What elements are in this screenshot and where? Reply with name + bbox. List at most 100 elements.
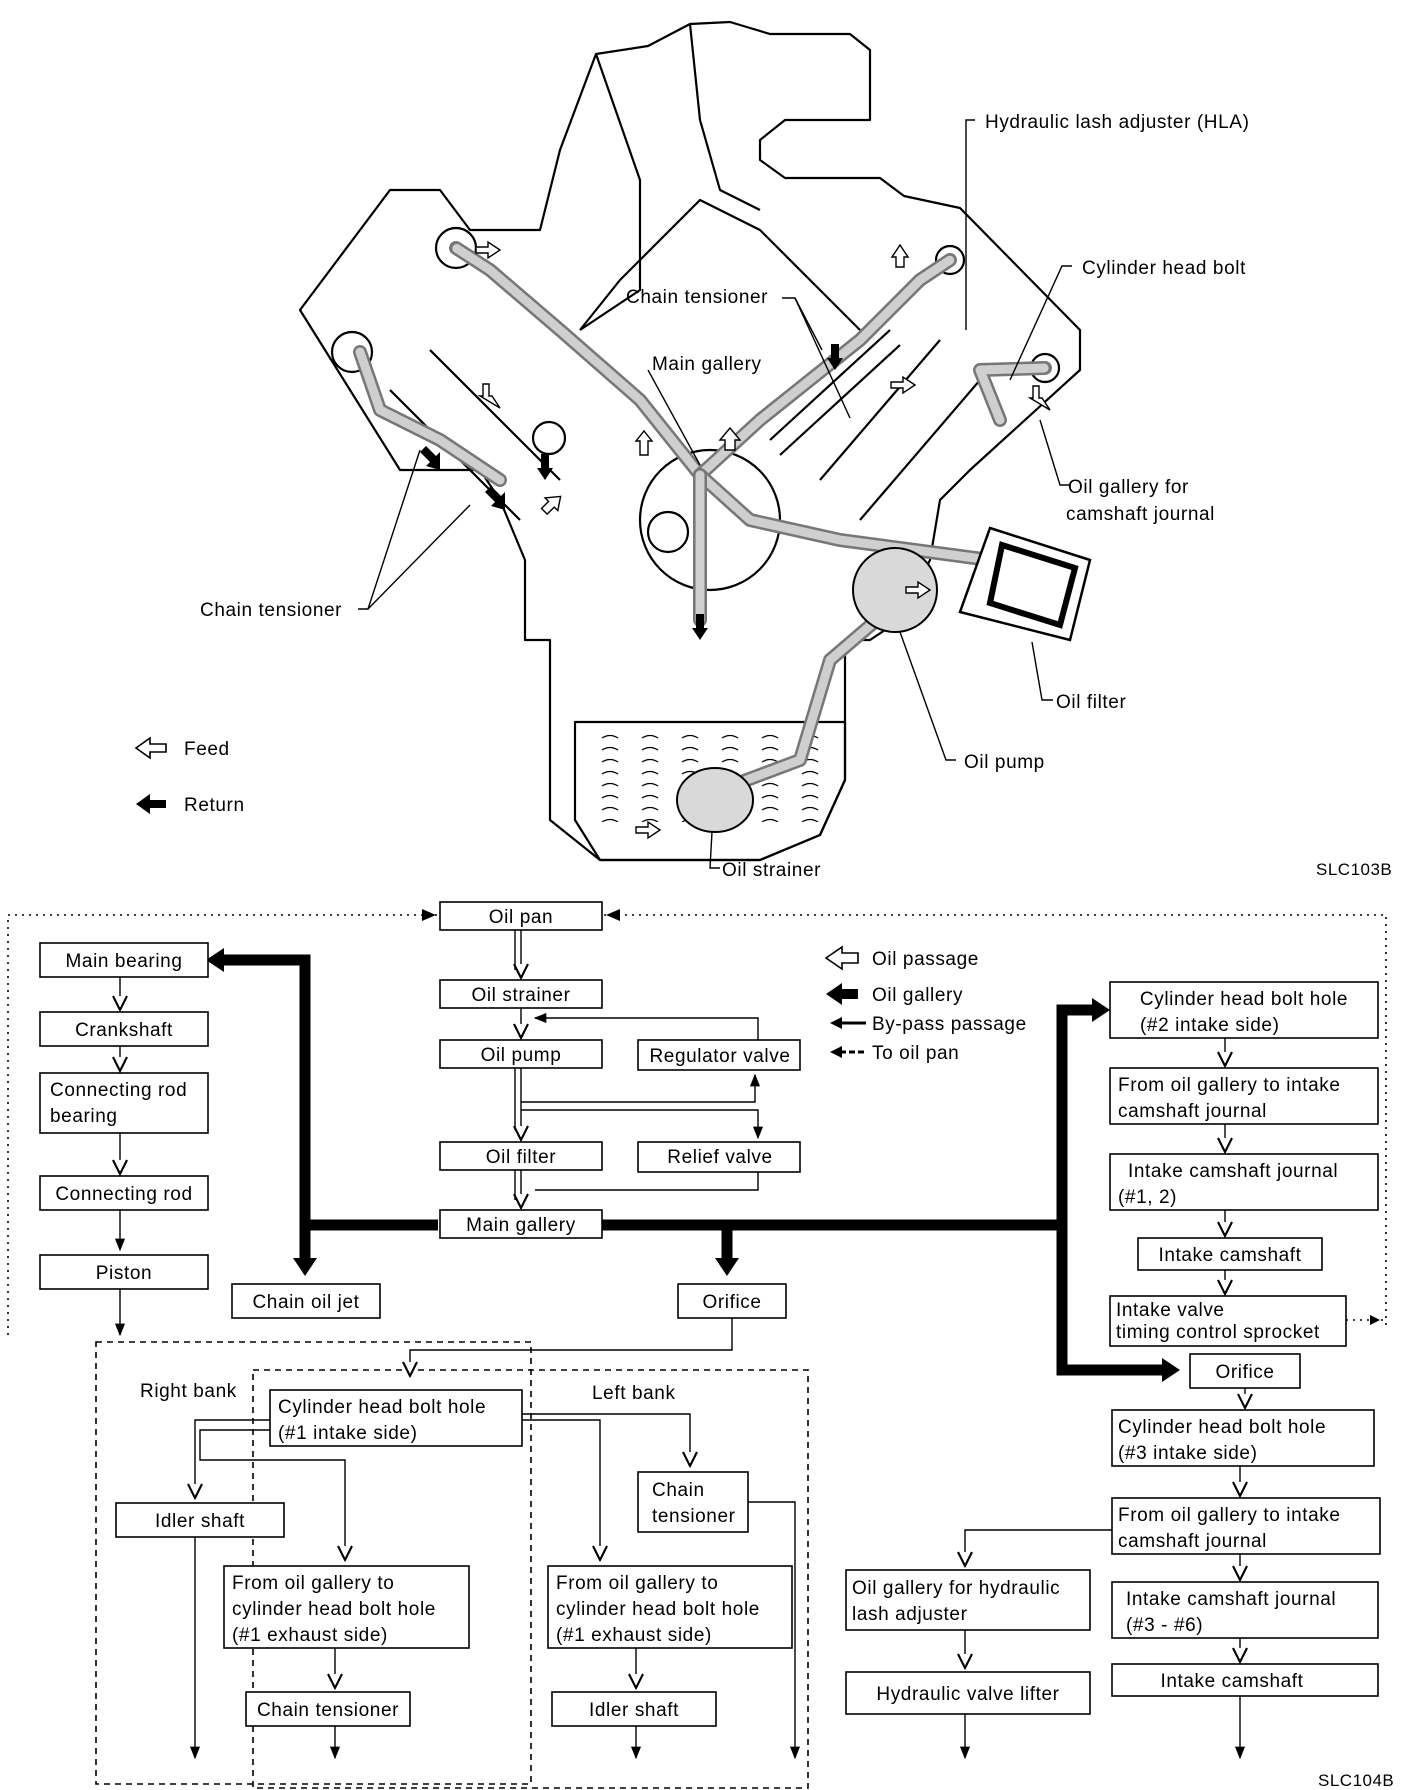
figure-code-bottom: SLC104B — [1318, 1771, 1394, 1790]
box-orifice-center: Orifice — [677, 1283, 787, 1319]
leader-oil-gallery-camshaft — [1039, 419, 1070, 486]
label-right-bank: Right bank — [140, 1381, 237, 1402]
box-crankshaft: Crankshaft — [39, 1011, 209, 1047]
leader-main-gallery — [647, 369, 701, 466]
svg-text:Cylinder head bolt hole: Cylinder head bolt hole — [1118, 1417, 1326, 1438]
gallery-to-orifice-right — [1056, 1225, 1165, 1376]
label-main-gallery: Main gallery — [652, 354, 762, 375]
box-intake-camshaft-journal-36: Intake camshaft journal(#3 - #6) — [1111, 1581, 1379, 1639]
oil-filter-element — [986, 541, 1079, 629]
svg-text:Intake camshaft: Intake camshaft — [1158, 1245, 1301, 1266]
box-intake-camshaft-2: Intake camshaft — [1111, 1663, 1379, 1697]
oil-flow-chart: Oil passage Oil gallery By-pass passage … — [7, 901, 1394, 1790]
regulator-return — [533, 1012, 759, 1040]
gallery-to-chb2 — [1056, 1004, 1095, 1235]
return-loop-left — [7, 914, 440, 1335]
svg-text:(#2 intake side): (#2 intake side) — [1140, 1015, 1280, 1036]
crank-sprocket — [646, 510, 690, 554]
box-cylinder-head-bolt-hole-1: Cylinder head bolt hole (#1 intake side) — [269, 1389, 523, 1447]
svg-text:Intake camshaft journal: Intake camshaft journal — [1128, 1161, 1338, 1182]
svg-text:(#1 exhaust side): (#1 exhaust side) — [556, 1625, 712, 1646]
gallery-to-main-bearing — [218, 954, 438, 1231]
engine-cross-section: Hydraulic lash adjuster (HLA) Cylinder h… — [134, 20, 1392, 881]
svg-text:Oil pump: Oil pump — [481, 1045, 562, 1066]
box-connecting-rod: Connecting rod — [39, 1175, 209, 1211]
return-arrow-icon — [136, 794, 166, 814]
oil-gallery-icon — [826, 983, 858, 1005]
box-orifice-right: Orifice — [1189, 1353, 1301, 1389]
svg-text:Piston: Piston — [96, 1263, 152, 1284]
box-idler-shaft-right: Idler shaft — [115, 1502, 285, 1538]
box-relief-valve: Relief valve — [637, 1141, 801, 1173]
right-bank-group — [95, 1341, 532, 1785]
box-intake-camshaft-journal-12: Intake camshaft journal (#1, 2) — [1109, 1153, 1379, 1211]
box-oil-pan: Oil pan — [439, 901, 603, 931]
label-oil-gallery-camshaft-1: Oil gallery for — [1068, 477, 1189, 498]
svg-text:From oil gallery to intake: From oil gallery to intake — [1118, 1075, 1341, 1096]
leader-oil-pump — [899, 631, 956, 761]
svg-text:Crankshaft: Crankshaft — [75, 1020, 173, 1041]
svg-text:Cylinder head bolt hole: Cylinder head bolt hole — [278, 1397, 486, 1418]
svg-text:(#1 exhaust side): (#1 exhaust side) — [232, 1625, 388, 1646]
svg-text:From oil gallery to: From oil gallery to — [556, 1573, 718, 1594]
box-main-gallery: Main gallery — [439, 1209, 603, 1239]
legend-bypass: By-pass passage — [872, 1014, 1027, 1035]
svg-text:Oil gallery for hydraulic: Oil gallery for hydraulic — [852, 1578, 1060, 1599]
svg-text:timing control sprocket: timing control sprocket — [1116, 1322, 1320, 1343]
label-chain-tensioner-left: Chain tensioner — [200, 600, 342, 621]
label-oil-pump: Oil pump — [964, 752, 1045, 773]
label-oil-filter: Oil filter — [1056, 692, 1126, 713]
svg-text:cylinder head bolt hole: cylinder head bolt hole — [556, 1599, 760, 1620]
oil-filter-body — [958, 526, 1092, 642]
right-chain-guide — [769, 329, 901, 456]
engine-feed-arrows — [475, 240, 1051, 840]
box-oil-filter: Oil filter — [439, 1141, 603, 1171]
box-idler-shaft-left: Idler shaft — [551, 1691, 717, 1727]
leader-chain-tensioner-left-1 — [358, 449, 421, 610]
svg-text:Hydraulic valve lifter: Hydraulic valve lifter — [876, 1684, 1059, 1705]
relief-return — [535, 1172, 759, 1191]
label-oil-gallery-camshaft-2: camshaft journal — [1066, 504, 1215, 525]
box-intake-camshaft-1: Intake camshaft — [1137, 1237, 1323, 1271]
box-chain-oil-jet: Chain oil jet — [231, 1283, 381, 1319]
leader-hla — [965, 119, 975, 330]
bypass-to-regulator — [521, 1073, 761, 1103]
svg-text:Main bearing: Main bearing — [65, 951, 182, 972]
svg-text:Idler shaft: Idler shaft — [589, 1700, 679, 1721]
svg-text:Oil filter: Oil filter — [486, 1147, 556, 1168]
leader-oil-filter — [1031, 641, 1053, 701]
box-cylinder-head-bolt-hole-2: Cylinder head bolt hole(#2 intake side) — [1109, 981, 1379, 1039]
box-cylinder-head-bolt-hole-3: Cylinder head bolt hole (#3 intake side) — [1111, 1409, 1375, 1467]
svg-text:(#3 intake side): (#3 intake side) — [1118, 1443, 1258, 1464]
oil-pump-body — [852, 547, 938, 633]
legend-return: Return — [184, 795, 245, 816]
svg-text:Relief valve: Relief valve — [667, 1147, 772, 1168]
box-hydraulic-valve-lifter: Hydraulic valve lifter — [845, 1671, 1091, 1715]
legend-oil-passage: Oil passage — [872, 949, 979, 970]
box-chain-tensioner-right: Chain tensioner — [245, 1691, 411, 1727]
right-camshaft-upper — [934, 244, 966, 276]
svg-text:(#1 intake side): (#1 intake side) — [278, 1423, 418, 1444]
leader-chain-tensioner-top-2 — [794, 297, 823, 351]
oil-strainer-body — [676, 767, 754, 833]
svg-text:(#1, 2): (#1, 2) — [1118, 1187, 1177, 1208]
svg-text:Oil pan: Oil pan — [489, 907, 553, 928]
left-idler — [531, 420, 567, 456]
label-oil-strainer: Oil strainer — [722, 860, 821, 881]
left-bank-group — [252, 1369, 809, 1789]
right-cylinder — [819, 339, 981, 521]
box-regulator-valve: Regulator valve — [637, 1039, 801, 1071]
box-oil-strainer: Oil strainer — [439, 979, 603, 1009]
intake-manifold — [579, 23, 761, 331]
svg-text:lash adjuster: lash adjuster — [852, 1604, 968, 1625]
svg-text:tensioner: tensioner — [652, 1506, 736, 1527]
svg-text:(#3 - #6): (#3 - #6) — [1126, 1615, 1203, 1636]
leader-chain-tensioner-left-2 — [367, 504, 471, 610]
crankcase-web — [579, 198, 861, 331]
engine-return-arrows — [420, 344, 843, 640]
svg-text:Connecting rod: Connecting rod — [55, 1184, 192, 1205]
svg-text:From oil gallery to: From oil gallery to — [232, 1573, 394, 1594]
left-camshaft-lower — [330, 330, 374, 374]
